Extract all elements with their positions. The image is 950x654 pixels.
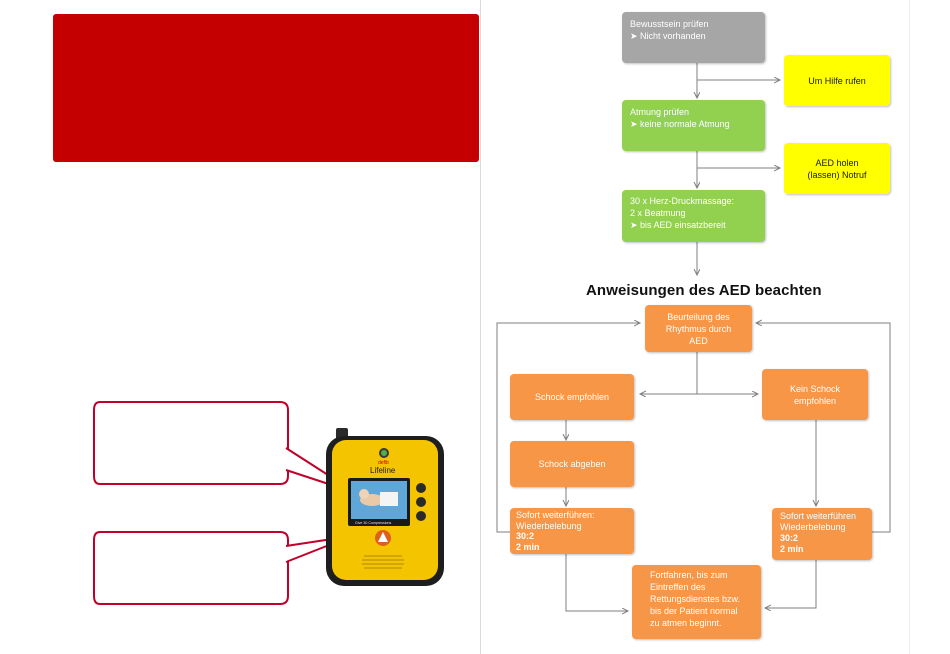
final-line4: bis der Patient normal (650, 606, 738, 616)
aed-brand: defib (378, 460, 389, 466)
get-aed-box: AED holen (lassen) Notruf (784, 143, 890, 194)
final-line5: zu atmen beginnt. (650, 618, 722, 628)
rhythm-analysis-box: Beurteilung des Rhythmus durch AED (645, 305, 752, 352)
cpr-line2: 2 x Beatmung (630, 208, 686, 218)
call-help-box: Um Hilfe rufen (784, 55, 890, 106)
callout-bottom (93, 531, 353, 605)
rhythm-line2: Rhythmus durch (665, 323, 732, 334)
continue-right-line3: 30:2 (780, 533, 799, 543)
no-shock-line1: Kein Schock (789, 383, 841, 394)
shock-advised-box: Schock empfohlen (510, 374, 634, 420)
deliver-shock-label: Schock abgeben (538, 459, 606, 469)
continue-right-line4: 2 min (780, 544, 804, 554)
get-aed-line1: AED holen (815, 157, 859, 168)
check-breathing-box: Atmung prüfen ➤ keine normale Atmung (622, 100, 765, 151)
aed-device-image: defib Lifeline Give 30 Compressions (326, 428, 444, 586)
check-breathing-line1: Atmung prüfen (630, 107, 690, 117)
cpr-line1: 30 x Herz-Druckmassage: (630, 196, 735, 206)
final-continue-box: Fortfahren, bis zum Eintreffen des Rettu… (632, 565, 761, 639)
red-title-banner (53, 14, 479, 162)
callout-top (93, 401, 357, 494)
check-breathing-line2: ➤ keine normale Atmung (630, 119, 730, 129)
cpr-line3: ➤ bis AED einsatzbereit (630, 220, 726, 230)
continue-left-line2: Wiederbelebung (516, 520, 582, 531)
continue-cpr-left-box: Sofort weiterführen: Wiederbelebung 30:2… (510, 508, 634, 554)
shock-advised-label: Schock empfohlen (534, 392, 610, 402)
cpr-box: 30 x Herz-Druckmassage: 2 x Beatmung ➤ b… (622, 190, 765, 242)
continue-left-line4: 2 min (516, 541, 540, 552)
rhythm-line3: AED (689, 335, 708, 346)
check-consciousness-line1: Bewusstsein prüfen (630, 19, 709, 29)
call-help-label: Um Hilfe rufen (808, 75, 866, 86)
check-consciousness-box: Bewusstsein prüfen ➤ Nicht vorhanden (622, 12, 765, 63)
get-aed-line2: (lassen) Notruf (807, 169, 867, 180)
final-line2: Eintreffen des (650, 582, 706, 592)
continue-left-line1: Sofort weiterführen: (516, 510, 595, 520)
no-shock-line2: empfohlen (793, 395, 837, 406)
continue-left-line3: 30:2 (516, 531, 535, 541)
rhythm-line1: Beurteilung des (667, 311, 730, 322)
deliver-shock-box: Schock abgeben (510, 441, 634, 487)
final-line1: Fortfahren, bis zum (650, 570, 728, 580)
continue-right-line2: Wiederbelebung (780, 522, 846, 532)
aed-model: Lifeline (370, 466, 396, 475)
aed-screen-caption: Give 30 Compressions (355, 521, 392, 525)
aed-instructions-heading: Anweisungen des AED beachten (586, 282, 822, 299)
continue-right-line1: Sofort weiterführen (780, 511, 857, 521)
check-consciousness-line2: ➤ Nicht vorhanden (630, 31, 706, 41)
continue-cpr-right-box: Sofort weiterführen Wiederbelebung 30:2 … (772, 508, 872, 560)
final-line3: Rettungsdienstes bzw. (650, 594, 741, 604)
no-shock-box: Kein Schock empfohlen (762, 369, 868, 420)
